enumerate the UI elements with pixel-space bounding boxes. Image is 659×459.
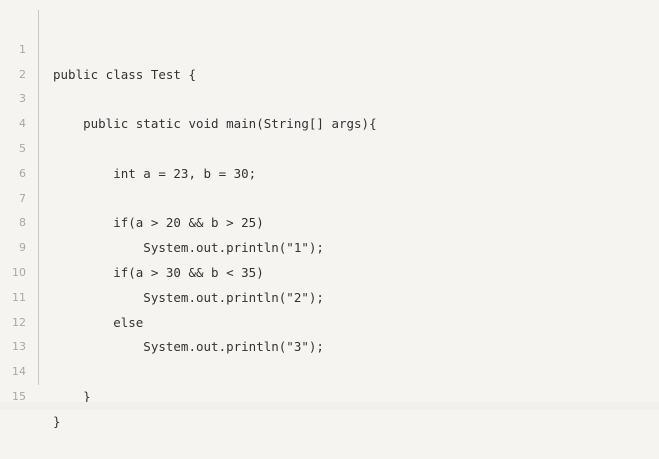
code-line: 11 else	[0, 261, 659, 330]
code-line: 15 }	[0, 360, 659, 429]
code-line: 2	[0, 38, 659, 81]
line-code: int a = 23, b = 30;	[53, 165, 257, 181]
code-line: 13	[0, 311, 659, 353]
line-number: 11	[12, 290, 26, 304]
code-line: 9 if(a > 30 && b < 35)	[0, 211, 659, 280]
line-number: 1	[19, 42, 26, 56]
line-code: public class Test {	[53, 66, 196, 82]
line-number: 14	[12, 365, 26, 379]
line-number: 13	[12, 340, 26, 354]
line-number: 10	[12, 265, 26, 279]
line-number: 6	[19, 166, 26, 180]
code-line: 4	[0, 87, 659, 130]
line-code: if(a > 30 && b < 35)	[53, 264, 264, 280]
bottom-strip	[0, 402, 659, 410]
line-number: 15	[12, 389, 26, 403]
line-number: 5	[19, 141, 26, 155]
code-line: 5 int a = 23, b = 30;	[0, 112, 659, 181]
code-line: 8 System.out.println("1");	[0, 187, 659, 255]
code-lines: 1 public class Test { 2 3 public static …	[0, 13, 659, 429]
line-number: 7	[19, 191, 26, 205]
line-code: System.out.println("1");	[53, 240, 324, 256]
line-number: 12	[12, 315, 26, 329]
code-line: 3 public static void main(String[] args)…	[0, 63, 659, 131]
line-code: public static void main(String[] args){	[53, 116, 377, 132]
code-line: 14 }	[0, 335, 659, 404]
line-number: 4	[19, 117, 26, 131]
code-line: 6	[0, 137, 659, 180]
code-line: 7 if(a > 20 && b > 25)	[0, 162, 659, 231]
code-line: 10 System.out.println("2");	[0, 236, 659, 305]
code-line: 12 System.out.println("3");	[0, 286, 659, 355]
line-code: System.out.println("2");	[53, 289, 324, 305]
line-code: }	[53, 388, 91, 404]
line-code: System.out.println("3");	[53, 339, 324, 355]
code-line: 1 public class Test {	[0, 13, 659, 82]
line-number: 9	[19, 241, 26, 255]
code-block: 1 public class Test { 2 3 public static …	[0, 10, 659, 429]
line-code: else	[53, 314, 144, 330]
line-number: 2	[19, 67, 26, 81]
line-code: }	[53, 413, 61, 429]
gutter-divider	[38, 10, 39, 385]
line-code: if(a > 20 && b > 25)	[53, 215, 264, 231]
line-number: 3	[19, 92, 26, 106]
line-number: 8	[19, 216, 26, 230]
